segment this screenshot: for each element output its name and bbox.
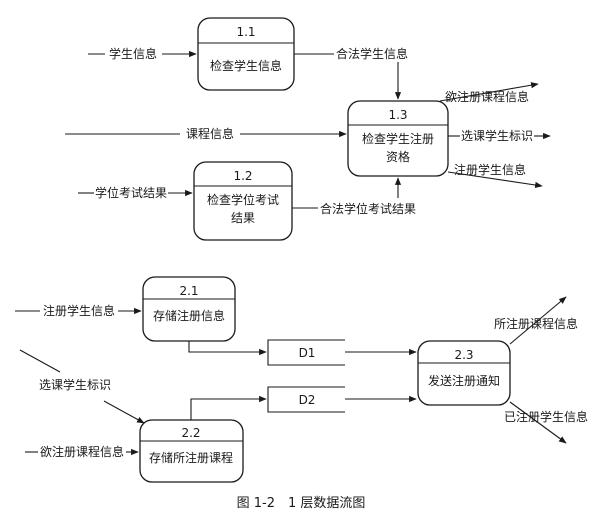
- data-store-d2-label: D2: [299, 393, 316, 407]
- process-1-3: 1.3 检查学生注册 资格: [347, 100, 449, 177]
- flow-2-2-to-d2: [190, 395, 267, 420]
- data-store-d1-label: D1: [299, 346, 316, 360]
- flow-student-info: 学生信息: [88, 46, 197, 61]
- flow-valid-degree-exam-result: 合法学位考试结果: [292, 177, 416, 216]
- flow-course-selection-id-in-label: 选课学生标识: [39, 377, 111, 392]
- flow-course-reg-intent-in-label: 欲注册课程信息: [40, 444, 124, 459]
- process-2-2-id: 2.2: [181, 426, 200, 440]
- process-1-2-id: 1.2: [233, 169, 252, 183]
- process-1-3-id: 1.3: [388, 108, 407, 122]
- flow-valid-degree-exam-result-label: 合法学位考试结果: [320, 201, 416, 216]
- flow-registered-student-info-in: 注册学生信息: [15, 303, 142, 318]
- flow-already-registered-info-out-label: 已注册学生信息: [504, 409, 588, 424]
- process-2-3: 2.3 发送注册通知: [417, 340, 511, 406]
- process-1-2-name-line1: 检查学位考试: [207, 192, 279, 207]
- figure-caption: 图 1-2 1 层数据流图: [237, 496, 366, 511]
- flow-2-1-to-d1: [188, 341, 267, 356]
- process-2-3-name: 发送注册通知: [428, 373, 500, 388]
- flow-degree-exam-result: 学位考试结果: [78, 185, 193, 200]
- process-1-3-name-line2: 资格: [386, 149, 410, 164]
- flow-course-info-label: 课程信息: [186, 126, 234, 141]
- flow-registered-courses-info-out: 所注册课程信息: [494, 296, 578, 345]
- process-2-2-name: 存储所注册课程: [149, 450, 233, 465]
- flow-valid-student-info-label: 合法学生信息: [336, 46, 408, 61]
- process-1-1-id: 1.1: [236, 25, 255, 39]
- flow-course-selection-id-out-label: 选课学生标识: [461, 128, 533, 143]
- flow-registered-student-info-out-label: 注册学生信息: [454, 162, 526, 177]
- flow-course-reg-intent-in: 欲注册课程信息: [25, 444, 139, 459]
- flow-course-selection-id-in: 选课学生标识: [19, 349, 145, 424]
- flow-valid-student-info: 合法学生信息: [294, 46, 408, 100]
- process-1-2-name-line2: 结果: [231, 211, 255, 225]
- flow-course-reg-intent-out: 欲注册课程信息: [439, 82, 539, 104]
- flow-student-info-label: 学生信息: [109, 46, 157, 61]
- process-2-2: 2.2 存储所注册课程: [139, 419, 244, 483]
- flow-registered-student-info-out: 注册学生信息: [447, 162, 543, 189]
- process-2-1-name: 存储注册信息: [153, 308, 225, 323]
- process-2-1-id: 2.1: [179, 284, 198, 298]
- data-store-d2: D2: [267, 386, 345, 413]
- process-2-3-id: 2.3: [454, 348, 473, 362]
- flow-course-reg-intent-out-label: 欲注册课程信息: [445, 89, 529, 104]
- flow-course-selection-id-out: 选课学生标识: [448, 128, 551, 143]
- flow-registered-student-info-in-label: 注册学生信息: [43, 303, 115, 318]
- flow-course-info: 课程信息: [65, 126, 347, 141]
- flow-registered-courses-info-out-label: 所注册课程信息: [494, 316, 578, 331]
- process-1-2: 1.2 检查学位考试 结果: [193, 161, 293, 241]
- data-store-d1: D1: [267, 339, 345, 366]
- process-1-3-name-line1: 检查学生注册: [362, 131, 434, 146]
- flow-degree-exam-result-label: 学位考试结果: [95, 185, 167, 200]
- process-1-1-name: 检查学生信息: [210, 58, 282, 73]
- process-1-1: 1.1 检查学生信息: [197, 17, 295, 91]
- process-2-1: 2.1 存储注册信息: [142, 276, 236, 342]
- flow-already-registered-info-out: 已注册学生信息: [504, 401, 588, 444]
